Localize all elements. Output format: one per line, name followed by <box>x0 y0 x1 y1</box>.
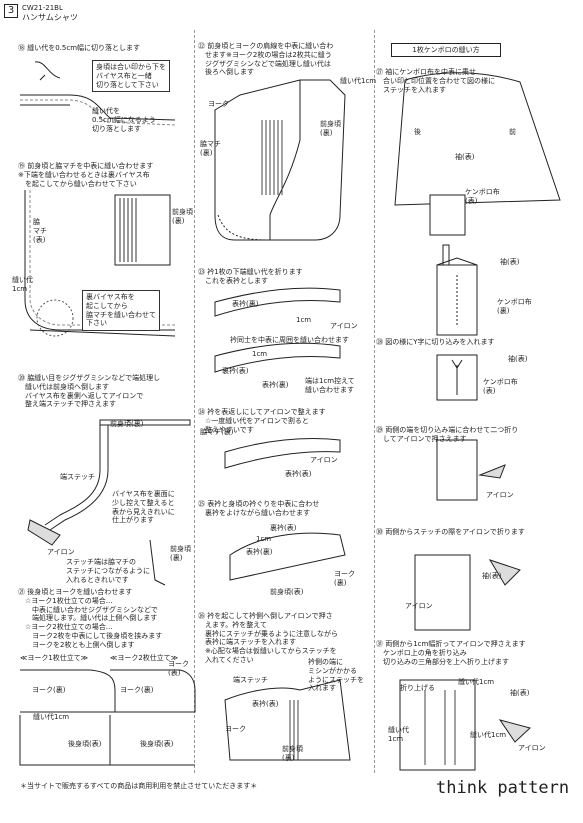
label-ushiro-2: 後身頃(表) <box>140 740 174 748</box>
step-28-text: ㉘ 図の様にY字に切り込みを入れます <box>376 338 495 346</box>
step-23-text: ㉓ 衿1枚の下端縫い代を折ります これを表衿とします <box>198 268 303 285</box>
step-31-text: ㉛ 両側から1cm幅折ってアイロンで押さえます ケンボロ上の角を折り込み 切り込… <box>376 640 526 666</box>
note-20b: ステッチ端は脇マチの ステッチにつながるように 入れるときれいです <box>66 558 150 584</box>
label-omoteeri-omote: 表衿(表) <box>285 470 312 478</box>
label-hashi-stitch: 端ステッチ <box>60 473 95 481</box>
label-wakimachi-22: 脇マチ (裏) <box>200 140 221 157</box>
label-yoke-22: ヨーク <box>208 100 229 108</box>
note-18b: 縫い代を 0.5cm幅になるよう 切り落とします <box>92 107 156 133</box>
label-mae: 前 <box>509 128 516 136</box>
label-maemigoro: 前身頃(裏) <box>110 420 144 428</box>
label-wakimachi-h: 脇マチ(裏) <box>200 428 234 436</box>
step-22-text: ㉒ 前身頃とヨークの肩線を中表に縫い合わ せます※ヨーク2枚の場合は2枚共に縫う… <box>198 42 334 77</box>
label-kenboro-ura: ケンボロ布 (裏) <box>497 298 532 315</box>
label-maemigoro-ura: 前身頃 (裏) <box>172 208 193 225</box>
step-23b-text: 衿同士を中表に周囲を縫い合わせます <box>230 336 349 344</box>
note-19: 裏バイヤス布を 起こしてから 脇マチを縫い合わせて 下さい <box>82 290 160 331</box>
label-yoke-2mai: ≪ヨーク2枚仕立て≫ <box>110 654 179 662</box>
label-maemigoro-ura2: 前身頃 (裏) <box>170 545 191 562</box>
pattern-title: ハンサムシャツ <box>22 13 78 22</box>
label-iron-31: アイロン <box>518 744 546 752</box>
label-sode-31: 袖(表) <box>510 689 530 697</box>
label-kenboro-29: ケンボロ布 (表) <box>483 378 518 395</box>
step-29-text: ㉙ 両側の端を切り込み端に合わせて二つ折り してアイロンで押さえます <box>376 426 519 443</box>
step-18-text: ⑱ 縫い代を0.5cm幅に切り落とします <box>18 44 141 52</box>
label-iron-23: アイロン <box>330 322 358 330</box>
label-sode-29: 袖(表) <box>508 355 528 363</box>
step-26-text: ㉖ 衿を起こして衿側へ倒しアイロンで押さ えます。衿を整えて 裏衿にステッチが乗… <box>198 612 338 664</box>
label-yoke-ura-25: ヨーク (裏) <box>334 570 355 587</box>
note-26: 衿側の端に ミシンがかかる ようにステッチを 入れます <box>308 658 364 693</box>
label-omoteeri-omote-26: 表衿(表) <box>252 700 279 708</box>
label-one-cm-25: 1cm <box>256 535 272 543</box>
step-19-text: ⑲ 前身頃と脇マチを中表に縫い合わせます ※下端を縫い合わせるときは裏バイヤス布… <box>18 162 154 188</box>
label-nuishiro-31c: 縫い代1cm <box>470 731 507 739</box>
label-nuishiro-31b: 縫い代 1cm <box>388 726 409 743</box>
note-23: 端は1cm控えて 縫い合わせます <box>305 377 355 394</box>
step-27-text: ㉗ 袖にケンボロ布を中表に乗せ 合い印と印位置を合わせて図の様に ステッチを入れ… <box>376 68 495 94</box>
column-divider <box>194 30 195 773</box>
label-yoke-ura-2: ヨーク(裏) <box>120 686 154 694</box>
label-omoteeri-ura-2: 表衿(裏) <box>262 381 289 389</box>
brand-logo: think pattern <box>436 778 570 798</box>
step-21-text: ㉑ 後身頃とヨークを縫い合わせます ☆ヨーク1枚仕立ての場合… 中表に縫い合わせ… <box>18 588 163 649</box>
note-20a: バイヤス布を裏面に 少し控えて整えると 表から見えきれいに 仕上がります <box>112 490 175 525</box>
label-uraeri-h: 裏衿(表) <box>270 524 297 532</box>
label-oriageru: 折り上げる <box>400 684 435 692</box>
pattern-code: CW21-21BL <box>22 4 63 12</box>
label-sode-28: 袖(表) <box>500 258 520 266</box>
label-sode-30: 袖(表) <box>482 572 502 580</box>
label-nuishiro-22: 縫い代1cm <box>340 77 377 85</box>
label-nuishiro-31a: 縫い代1cm <box>458 678 495 686</box>
label-one-cm-2: 1cm <box>252 350 268 358</box>
label-omoteeri-ura: 表衿(裏) <box>232 300 259 308</box>
label-yoke-26: ヨーク <box>225 725 246 733</box>
label-yoke-omote: ヨーク (表) <box>168 660 189 677</box>
label-iron-29: アイロン <box>486 491 514 499</box>
section-title: 1枚ケンボロの縫い方 <box>391 43 501 57</box>
label-iron-24: アイロン <box>310 456 338 464</box>
label-maemigoro-26: 前身頃 (裏) <box>282 745 303 762</box>
label-maemigoro-22: 前身頃 (裏) <box>320 120 341 137</box>
label-one-cm: 1cm <box>296 316 312 324</box>
footer-notice: ＊当サイトで販売するすべての商品は商用利用を禁止させていただきます＊ <box>20 782 258 790</box>
label-sode-omote: 袖(表) <box>455 153 475 161</box>
label-ushiro: 後 <box>414 128 421 136</box>
label-ushiro-1: 後身頃(表) <box>68 740 102 748</box>
label-nuishiro-21: 縫い代1cm <box>33 713 70 721</box>
note-18a: 身頃は合い印から下を バイヤス布と一緒 切り落として下さい <box>92 60 170 93</box>
label-kenboro-omote: ケンボロ布 (表) <box>465 188 500 205</box>
label-nuishiro-1cm: 縫い代 1cm <box>12 276 33 293</box>
label-hashi-stitch-26: 端ステッチ <box>233 676 268 684</box>
label-uraeri-omote: 裏衿(表) <box>222 367 249 375</box>
step-20-text: ⑳ 脇縫い目をジグザグミシンなどで端処理し 縫い代は前身頃へ倒します バイヤス布… <box>18 374 161 409</box>
step-25-text: ㉕ 表衿と身頃の衿ぐりを中表に合わせ 裏衿をよけながら縫い合わせます <box>198 500 320 517</box>
label-maemigoro-omote: 前身頃(表) <box>270 588 304 596</box>
iron-icon <box>27 519 61 546</box>
label-yoke-1mai: ≪ヨーク1枚仕立て≫ <box>20 654 89 662</box>
label-omoteeri-ura-25: 表衿(裏) <box>246 548 273 556</box>
column-divider <box>374 30 375 773</box>
step-30-text: ㉚ 両側からステッチの際をアイロンで折ります <box>376 528 525 536</box>
label-wakimachi: 脇 マチ (表) <box>33 218 47 244</box>
scissors-icon <box>34 61 61 81</box>
label-yoke-ura-1: ヨーク(裏) <box>32 686 66 694</box>
page-number: 3 <box>4 4 18 18</box>
step-24-text: ㉔ 衿を表返しにしてアイロンで整えます ☆一度縫い代をアイロンで割ると 整えやす… <box>198 408 326 434</box>
label-iron-20: アイロン <box>47 548 75 556</box>
label-iron-30: アイロン <box>405 602 433 610</box>
